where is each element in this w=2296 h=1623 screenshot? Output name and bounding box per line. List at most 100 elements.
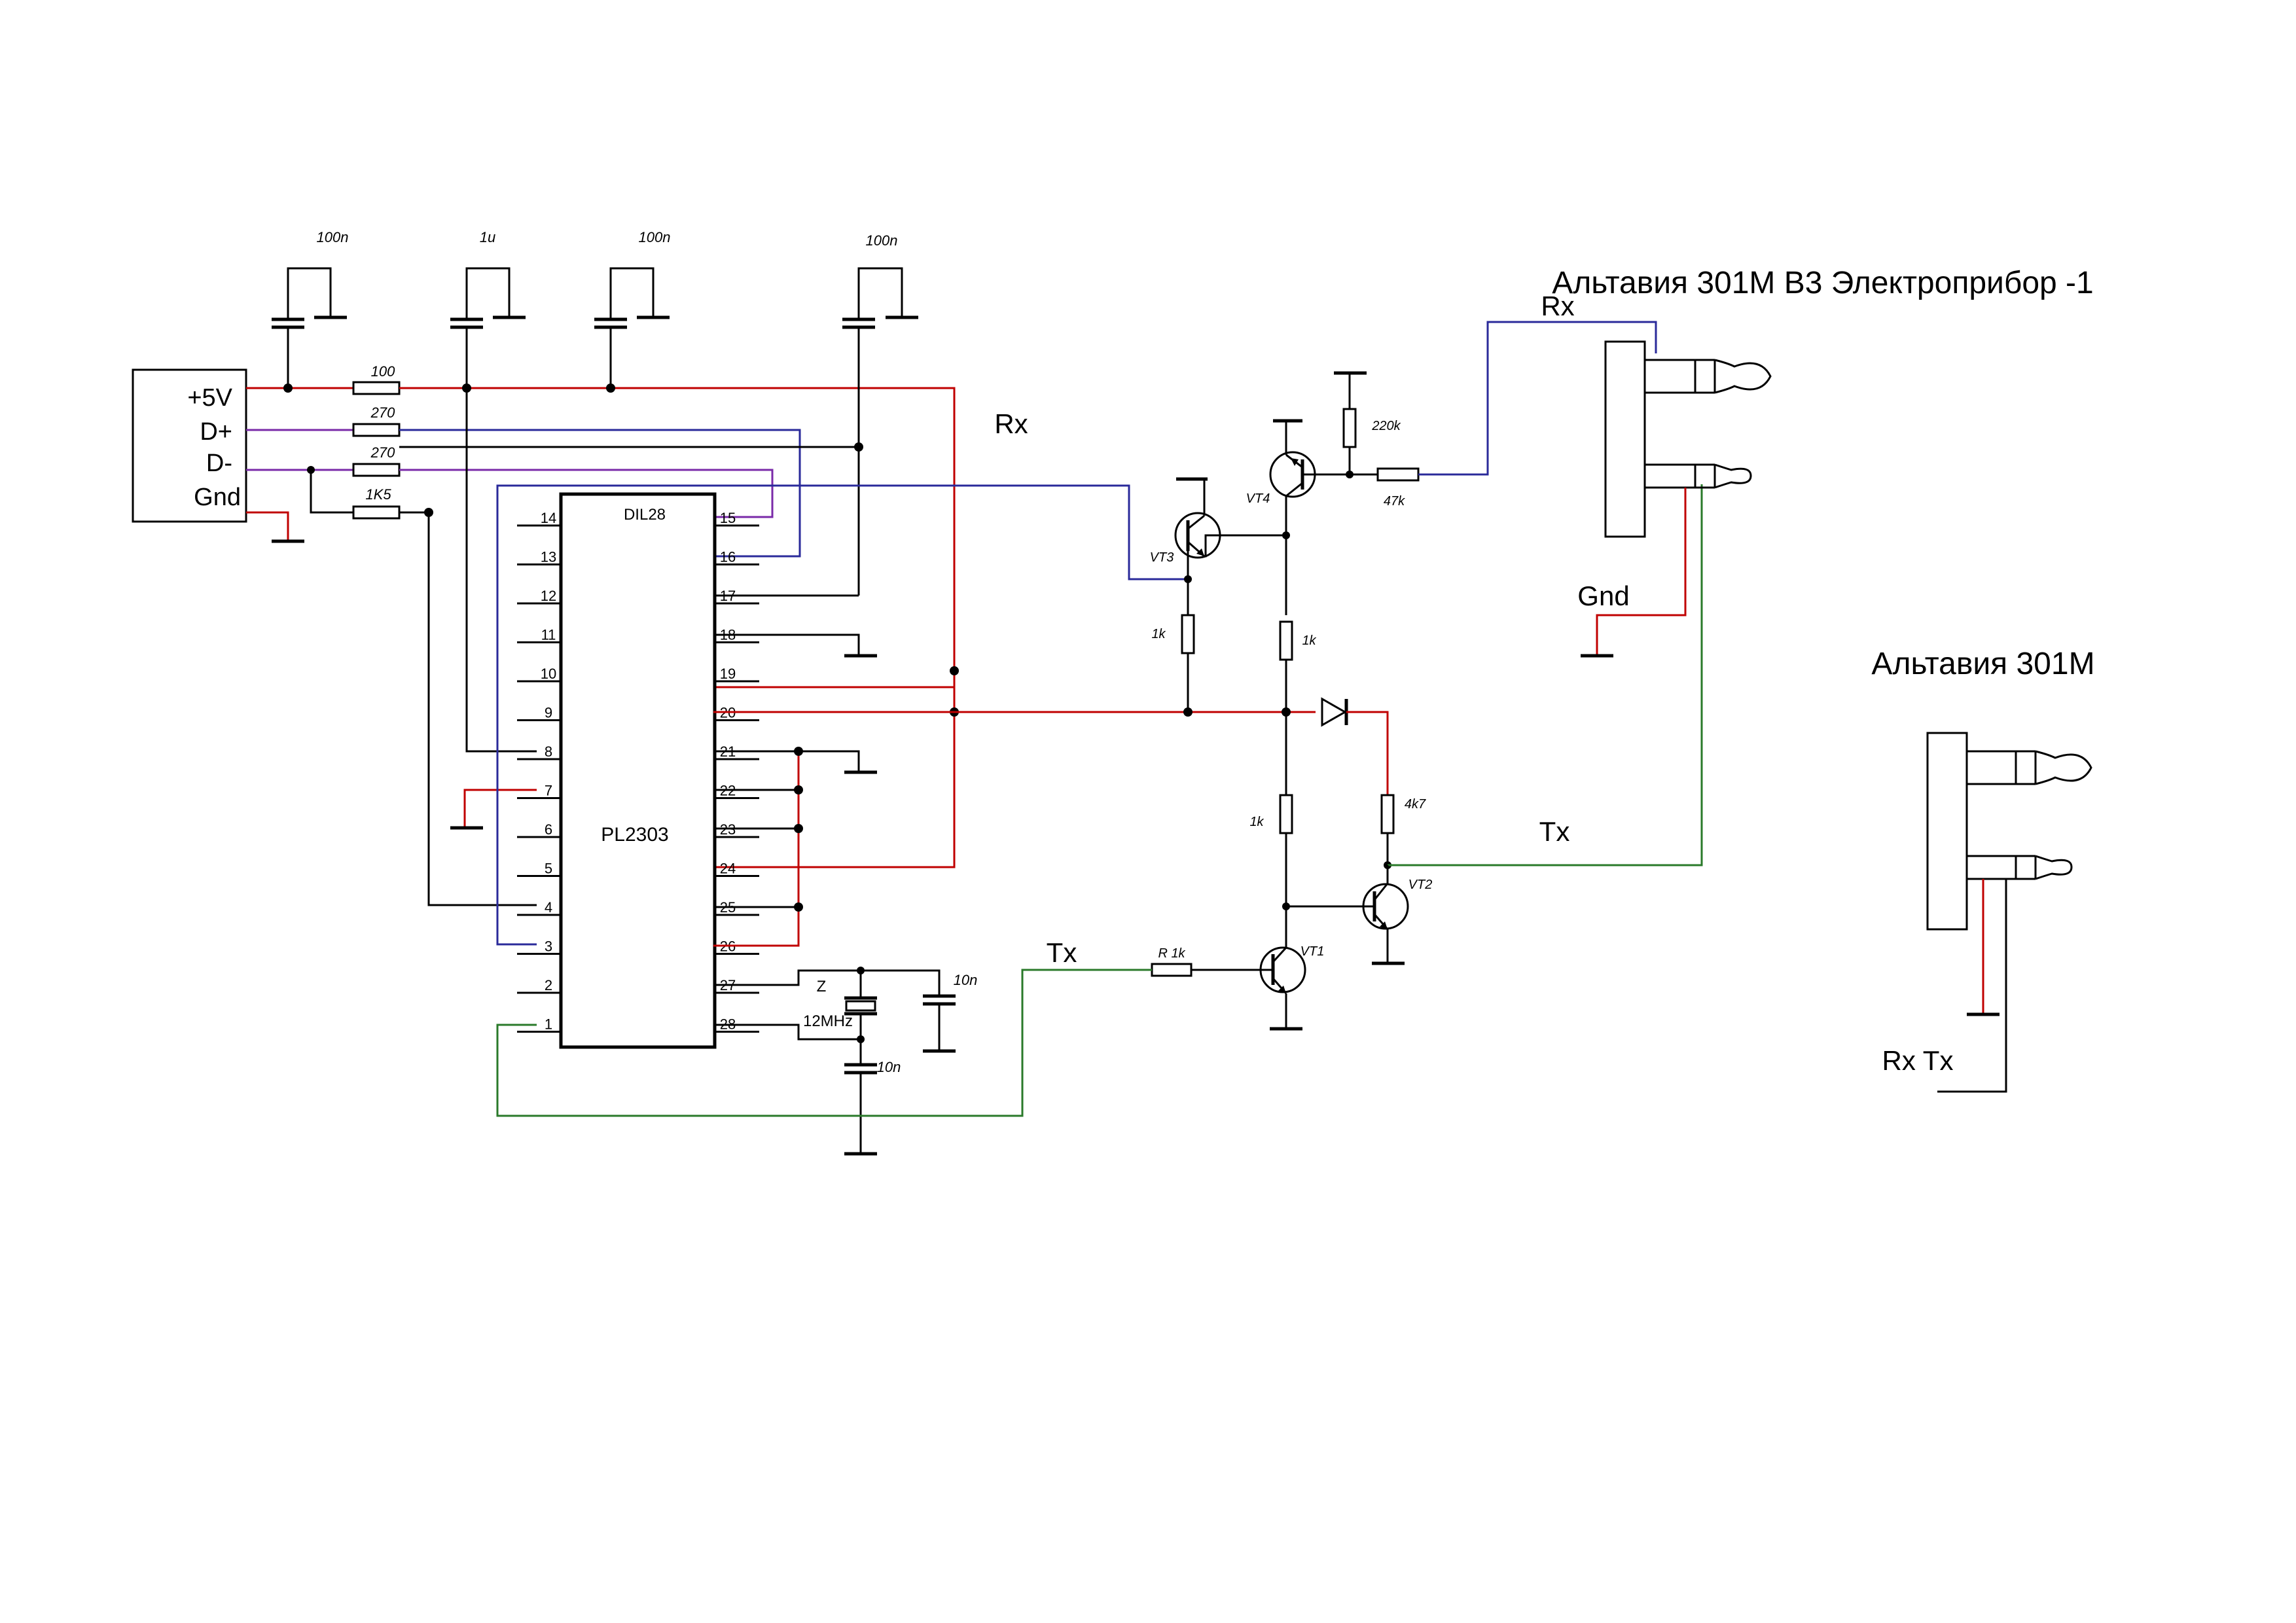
junction-dot: [1282, 531, 1290, 539]
tx-to-jack: [1388, 484, 1703, 866]
jack-1-tip: [1714, 359, 1772, 394]
rx-wire-pin3: [496, 484, 1185, 946]
chip-pin-number: 24: [720, 861, 736, 877]
chip-pin-number: 3: [545, 938, 552, 955]
vcc-to-pin8: [465, 388, 537, 753]
jack-2-ring-sleeve: [1967, 855, 2037, 880]
jack-1-ring: [1714, 463, 1752, 489]
audio-jack-2: [1926, 732, 2092, 931]
resistor-dminus: [352, 463, 401, 477]
vt3-label: VT3: [1150, 550, 1174, 565]
vt4-label: VT4: [1246, 491, 1270, 506]
dplus-to-pin16: [399, 429, 801, 558]
diode-body: [1321, 697, 1348, 727]
usb-gnd-wire: [246, 511, 289, 540]
pin26-tie: [713, 751, 800, 947]
junction-dot: [857, 1035, 865, 1043]
tx-label-jack: Tx: [1539, 816, 1570, 847]
chip-body: [559, 492, 717, 1049]
crystal-wire-top: [713, 969, 861, 986]
junction-dot: [794, 824, 803, 833]
junction-dot: [794, 902, 803, 912]
vt1-collector: [1272, 946, 1287, 963]
vt3-arrow: [1196, 548, 1204, 556]
chip-pin-number: 19: [720, 666, 736, 682]
cap-100n-3: 100n: [713, 232, 918, 597]
vt1-arrow: [1278, 986, 1286, 993]
usb-pin-dplus-label: D+: [200, 418, 232, 446]
resistor-220k: [1342, 408, 1357, 448]
junction-dot: [854, 442, 863, 452]
resistor-220k-label: 220k: [1371, 419, 1401, 433]
crystal-wire-bottom: [713, 1024, 861, 1041]
chip-pin-number: 4: [545, 899, 552, 916]
chip-pin-number: 13: [541, 549, 556, 565]
usb-connector: +5V D+ D- Gnd: [132, 368, 247, 523]
cap-1u: 1u: [450, 229, 526, 388]
chip-name-label: PL2303: [601, 824, 668, 846]
resistor-4k7-label: 4k7: [1405, 797, 1426, 812]
resistor-tx-base: [1151, 963, 1193, 977]
jack-1-ring-sleeve: [1645, 463, 1716, 489]
jack-1-body: [1604, 340, 1646, 538]
resistor-pullup-label: 1K5: [365, 486, 391, 503]
chip-pin-number: 9: [545, 705, 552, 721]
resistor-vt4-label: 1k: [1302, 633, 1316, 648]
chip-pin-number: 2: [545, 977, 552, 993]
usb-pin-vcc-label: +5V: [187, 384, 232, 412]
chip-pin-number: 5: [545, 861, 552, 877]
crystal-oscillator: 10n Z 12MHz 10n: [713, 967, 978, 1156]
cap-lead: [287, 267, 332, 318]
cap-10n-top-label: 10n: [954, 972, 978, 988]
cap-10n-top-lead: [861, 969, 941, 995]
vt4-collector: [1285, 482, 1303, 497]
cap-100n-3-label: 100n: [866, 232, 898, 249]
crystal-body: [845, 1000, 876, 1012]
vt2-label: VT2: [1408, 878, 1433, 892]
cap-100n-2: 100n: [594, 229, 670, 388]
cap-lead: [857, 267, 903, 318]
usb-pin-dminus-label: D-: [206, 450, 232, 477]
resistor-vt1: [1279, 794, 1293, 834]
diode-to-4k7: [1346, 711, 1389, 795]
junction-dot: [1183, 707, 1193, 717]
resistor-vt3-label: 1k: [1151, 627, 1166, 641]
cap-lead: [609, 267, 655, 318]
jack-2-tx-wire: [1937, 879, 2007, 1093]
jack-2-tip: [2035, 750, 2092, 785]
diode: [1321, 697, 1348, 727]
transistor-vt1: VT1: [1259, 906, 1325, 1031]
junction-dot: [1346, 471, 1354, 478]
tx-label-main: Tx: [1047, 937, 1077, 968]
transistor-vt3: VT3: [1150, 477, 1289, 583]
pin7-wire: [463, 789, 537, 827]
chip-package-label: DIL28: [624, 506, 666, 524]
rx-tx-pair-label: Rx Tx: [1882, 1045, 1954, 1076]
chip-pin-number: 12: [541, 588, 556, 604]
vt1-label: VT1: [1300, 944, 1325, 959]
resistor-pullup: [352, 505, 401, 520]
vt2-arrow: [1380, 921, 1388, 929]
chip-pin-number: 6: [545, 821, 552, 838]
jack-2-tip-sleeve: [1967, 750, 2037, 785]
resistor-47k: [1376, 467, 1420, 482]
rx-label-jack: Rx: [1541, 291, 1574, 321]
junction-dot: [794, 747, 803, 756]
chip-pin-number: 7: [545, 783, 552, 799]
resistor-vcc-label: 100: [371, 363, 395, 380]
resistor-vcc: [352, 381, 401, 395]
rx-label-main: Rx: [994, 408, 1028, 439]
junction-dot: [950, 666, 959, 675]
resistor-dminus-label: 270: [370, 444, 395, 461]
pullup-wire: [310, 470, 353, 514]
resistor-vt1-label: 1k: [1249, 815, 1264, 829]
crystal-ref-label: Z: [817, 978, 827, 995]
tx-wire-pin1: [496, 969, 1152, 1117]
cap-lead: [465, 267, 511, 318]
rx-to-jack: [1418, 321, 1657, 476]
pullup-to-pin4: [427, 512, 537, 906]
resistor-vt4: [1279, 620, 1293, 661]
chip-pin-number: 16: [720, 549, 736, 565]
